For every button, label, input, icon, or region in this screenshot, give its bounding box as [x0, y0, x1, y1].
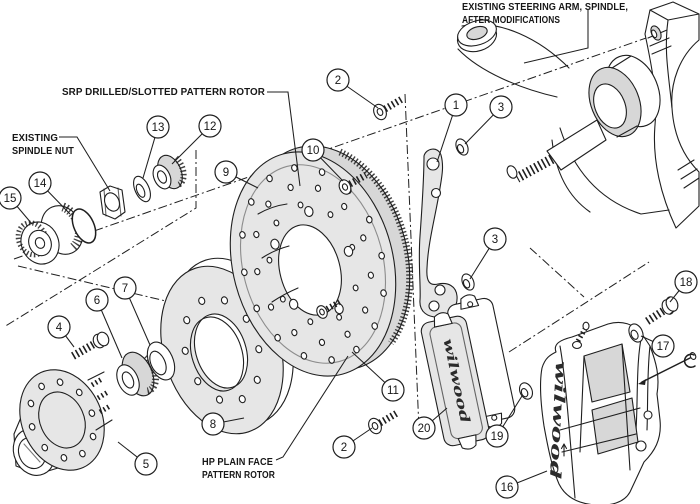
callout-10: 10	[301, 138, 344, 182]
hat-bolt-holes	[181, 296, 263, 404]
callout-4: 4	[47, 315, 75, 348]
washer-19	[518, 382, 534, 400]
label-steering-arm-line2: AFTER MODIFICATIONS	[462, 15, 560, 26]
label-steering-arm-line1: EXISTING STEERING ARM, SPINDLE,	[462, 2, 628, 13]
callout-number: 2	[341, 442, 347, 454]
callout-number: 11	[387, 385, 399, 397]
callout-number: 6	[94, 295, 100, 307]
callout-9: 9	[214, 160, 259, 189]
callout-number: 12	[204, 121, 217, 133]
grease-seal	[146, 341, 176, 381]
callout-number: 8	[210, 419, 216, 431]
centerline-group	[3, 36, 650, 431]
label-leaders	[59, 10, 589, 461]
label-hp-rotor-line2: PATTERN ROTOR	[202, 470, 276, 481]
callout-number: 5	[143, 459, 149, 471]
spindle-washer	[133, 175, 151, 203]
bleed-screw	[571, 321, 590, 350]
callout-number: 17	[657, 341, 670, 353]
callout-number: 15	[4, 193, 17, 205]
caliper: wilwood	[539, 321, 661, 504]
callout-20: 20	[412, 407, 448, 440]
caliper-bracket	[418, 138, 475, 318]
callout-2: 2	[332, 427, 373, 459]
caliper-hardware	[518, 296, 697, 400]
callout-number: 9	[223, 167, 229, 179]
label-spindle-nut-line1: EXISTING	[12, 133, 58, 144]
label-srp-rotor: SRP DRILLED/SLOTTED PATTERN ROTOR	[62, 87, 266, 98]
callout-number: 7	[122, 283, 128, 295]
callout-number: 2	[335, 75, 341, 87]
rotor-slots	[257, 203, 299, 303]
washer-17	[628, 323, 644, 343]
callout-2: 2	[326, 68, 379, 109]
bolt-2-bottom	[368, 409, 399, 435]
callout-8: 8	[201, 412, 245, 436]
callout-6: 6	[85, 288, 123, 359]
retaining-clip	[683, 353, 696, 369]
callout-14: 14	[28, 171, 71, 215]
callout-number: 20	[418, 423, 431, 435]
callout-number: 3	[492, 234, 498, 246]
callout-12: 12	[171, 114, 222, 165]
callout-11: 11	[351, 351, 405, 402]
label-spindle-nut-line2: SPINDLE NUT	[12, 146, 74, 157]
callout-3: 3	[464, 95, 513, 145]
text-labels: EXISTING STEERING ARM, SPINDLE, AFTER MO…	[12, 2, 628, 481]
bracket-washer-top	[455, 138, 469, 156]
spindle-nut	[99, 185, 126, 220]
callout-19: 19	[485, 395, 523, 448]
callout-5: 5	[117, 441, 158, 476]
hub-assembly	[12, 331, 176, 476]
callout-18: 18	[669, 270, 698, 303]
bolt-2-top	[373, 95, 404, 121]
callout-number: 13	[152, 122, 165, 134]
rotor-drill-holes	[239, 164, 387, 364]
spindle-plug-washer	[650, 25, 662, 41]
callout-number: 4	[56, 322, 63, 334]
callout-7: 7	[113, 276, 151, 346]
callout-number: 16	[501, 482, 514, 494]
callout-number: 3	[498, 102, 504, 114]
callout-number: 10	[307, 145, 320, 157]
rotor-center-bolt	[316, 298, 343, 319]
callout-number: 14	[34, 178, 47, 190]
bracket-washer-bottom	[461, 273, 475, 291]
callout-number: 1	[453, 100, 459, 112]
callout-number: 19	[491, 431, 504, 443]
outer-bearing	[152, 154, 187, 190]
inner-bearing	[116, 351, 160, 397]
spindle-steering-arm	[456, 1, 700, 229]
hub-stud-holes	[27, 378, 97, 462]
wheel-stud	[71, 331, 110, 360]
spindle-nut-group	[15, 154, 187, 265]
bolt-18	[643, 296, 679, 326]
callout-15: 15	[0, 186, 33, 225]
drilled-rotor	[229, 145, 414, 377]
callout-number: 18	[680, 277, 693, 289]
callout-13: 13	[142, 115, 170, 179]
label-hp-rotor-line1: HP PLAIN FACE	[202, 457, 273, 468]
callout-3: 3	[469, 227, 507, 280]
callout-17: 17	[640, 334, 675, 358]
callout-16: 16	[495, 470, 548, 499]
hub-rear-studs	[90, 376, 112, 415]
callout-1: 1	[436, 93, 468, 163]
